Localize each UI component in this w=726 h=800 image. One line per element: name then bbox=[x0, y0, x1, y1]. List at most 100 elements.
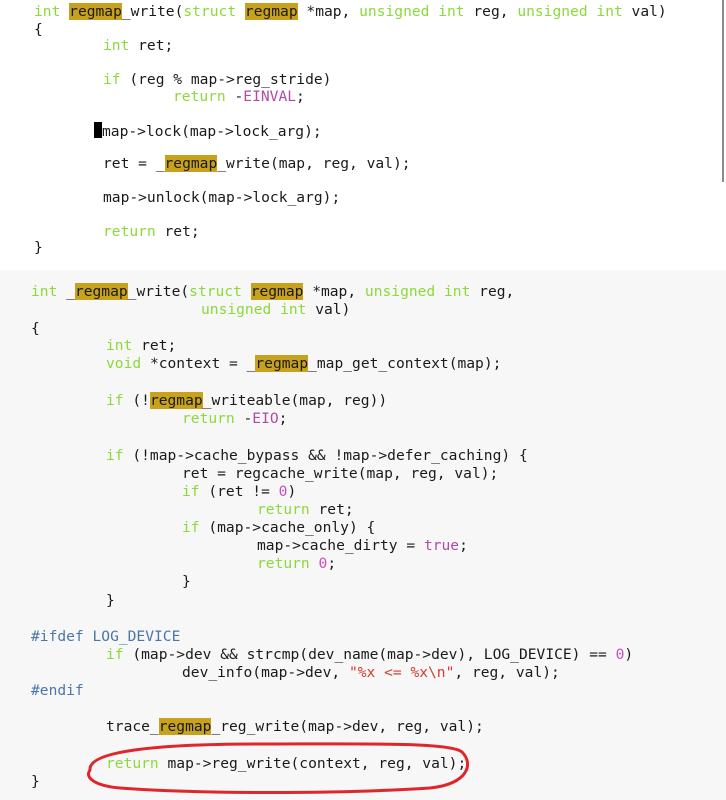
code-token: return bbox=[103, 223, 156, 240]
search-highlight: regmap bbox=[250, 283, 304, 300]
code-line: return ret; bbox=[257, 501, 354, 519]
code-token: (map->cache_only) { bbox=[199, 519, 376, 536]
code-token: if bbox=[182, 519, 200, 536]
open-brace: { bbox=[31, 320, 40, 337]
code-token: ) bbox=[287, 483, 297, 500]
code-line: if (!map->cache_bypass && !map->defer_ca… bbox=[106, 447, 528, 465]
code-token: ret; bbox=[309, 501, 354, 518]
code-line: return ret; bbox=[103, 223, 200, 241]
code-token: "%x <= %x\n" bbox=[348, 664, 455, 681]
code-token: (! bbox=[123, 392, 150, 409]
code-line: { bbox=[31, 320, 40, 338]
search-highlight: regmap bbox=[164, 155, 218, 172]
code-token: ; bbox=[459, 537, 468, 554]
code-token: int bbox=[280, 301, 307, 318]
code-token: map->unlock(map->lock_arg); bbox=[103, 189, 341, 206]
code-token: dev_info(map->dev, bbox=[182, 664, 349, 681]
search-highlight: regmap bbox=[244, 3, 298, 20]
code-token: val) bbox=[622, 3, 667, 20]
code-line: dev_info(map->dev, "%x <= %x\n", reg, va… bbox=[182, 664, 560, 682]
code-line: if (ret != 0) bbox=[182, 483, 296, 501]
code-token: ret = regcache_write(map, reg, val); bbox=[182, 465, 499, 482]
search-highlight: regmap bbox=[69, 3, 122, 20]
code-line: if (reg % map->reg_stride) bbox=[103, 71, 331, 89]
code-token: _map_get_context(map); bbox=[308, 355, 502, 372]
code-token: _write(map, reg, val); bbox=[217, 155, 411, 172]
code-token: return bbox=[182, 410, 235, 427]
code-line: int regmap_write(struct regmap *map, uns… bbox=[34, 3, 667, 21]
code-line: return 0; bbox=[257, 555, 336, 573]
code-line: if (map->cache_only) { bbox=[182, 519, 375, 537]
search-highlight: regmap bbox=[74, 283, 128, 300]
code-token: if bbox=[182, 483, 200, 500]
code-line: int ret; bbox=[106, 337, 176, 355]
code-line: #endif bbox=[31, 682, 84, 700]
code-line: int ret; bbox=[103, 37, 173, 55]
code-token: if bbox=[106, 392, 124, 409]
code-token: unsigned bbox=[364, 283, 436, 300]
code-token: ) bbox=[624, 646, 634, 663]
code-token: 0 bbox=[278, 483, 288, 500]
code-token: val) bbox=[306, 301, 351, 318]
code-token: *map, bbox=[297, 3, 360, 20]
scrollbar-edge[interactable] bbox=[722, 0, 724, 182]
code-line: int _regmap_write(struct regmap *map, un… bbox=[31, 283, 514, 301]
code-token: struct bbox=[189, 283, 242, 300]
code-token: (ret != bbox=[199, 483, 279, 500]
code-line: unsigned int val) bbox=[201, 301, 350, 319]
code-line: return map->reg_write(context, reg, val)… bbox=[106, 755, 466, 773]
code-token bbox=[60, 3, 69, 20]
code-token bbox=[310, 555, 319, 572]
code-token: unsigned bbox=[201, 301, 272, 318]
code-token: int bbox=[106, 337, 133, 354]
code-token: - bbox=[225, 88, 244, 105]
code-token: map->lock(map->lock_arg); bbox=[102, 123, 322, 140]
close-brace: } bbox=[106, 592, 115, 609]
open-brace: { bbox=[34, 21, 43, 38]
code-token: #ifdef bbox=[31, 628, 84, 645]
code-token: return bbox=[106, 755, 159, 772]
code-line: ret = regcache_write(map, reg, val); bbox=[182, 465, 498, 483]
code-line: return -EIO; bbox=[182, 410, 287, 428]
code-line: } bbox=[34, 239, 43, 257]
code-token: _ bbox=[57, 283, 75, 300]
search-highlight: regmap bbox=[255, 355, 309, 372]
code-token: int bbox=[444, 283, 471, 300]
code-token: #endif bbox=[31, 682, 84, 699]
code-line: trace_regmap_reg_write(map->dev, reg, va… bbox=[106, 718, 484, 736]
code-token: ; bbox=[278, 410, 288, 427]
code-token: unsigned bbox=[517, 3, 588, 20]
code-token: int bbox=[596, 3, 623, 20]
code-line: map->cache_dirty = true; bbox=[257, 537, 468, 555]
code-token: reg, bbox=[470, 283, 515, 300]
code-token: unsigned bbox=[359, 3, 430, 20]
code-token: ret; bbox=[129, 37, 174, 54]
code-token: return bbox=[257, 555, 310, 572]
code-line: void *context = _regmap_map_get_context(… bbox=[106, 355, 501, 373]
code-token: ret; bbox=[155, 223, 200, 240]
code-token: _write( bbox=[127, 283, 190, 300]
code-token: - bbox=[234, 410, 253, 427]
code-token: int bbox=[438, 3, 465, 20]
search-highlight: regmap bbox=[158, 718, 212, 735]
code-token: EIO bbox=[252, 410, 279, 427]
code-token bbox=[236, 3, 245, 20]
code-token: int bbox=[31, 283, 58, 300]
code-line: ret = _regmap_write(map, reg, val); bbox=[103, 155, 411, 173]
code-token: ret = _ bbox=[103, 155, 165, 172]
code-token: return bbox=[173, 88, 226, 105]
close-brace: } bbox=[34, 239, 43, 256]
code-line: map->lock(map->lock_arg); bbox=[94, 122, 322, 141]
code-line: } bbox=[106, 592, 115, 610]
code-token: 0 bbox=[615, 646, 625, 663]
code-line: return -EINVAL; bbox=[173, 88, 305, 106]
text-cursor bbox=[94, 122, 102, 138]
code-token: *map, bbox=[303, 283, 365, 300]
code-token: , reg, val); bbox=[454, 664, 560, 681]
code-token: trace_ bbox=[106, 718, 159, 735]
code-token: *context = _ bbox=[141, 355, 256, 372]
code-token: ; bbox=[327, 555, 337, 572]
code-line: { bbox=[34, 21, 43, 39]
code-panel-bottom bbox=[0, 270, 726, 800]
